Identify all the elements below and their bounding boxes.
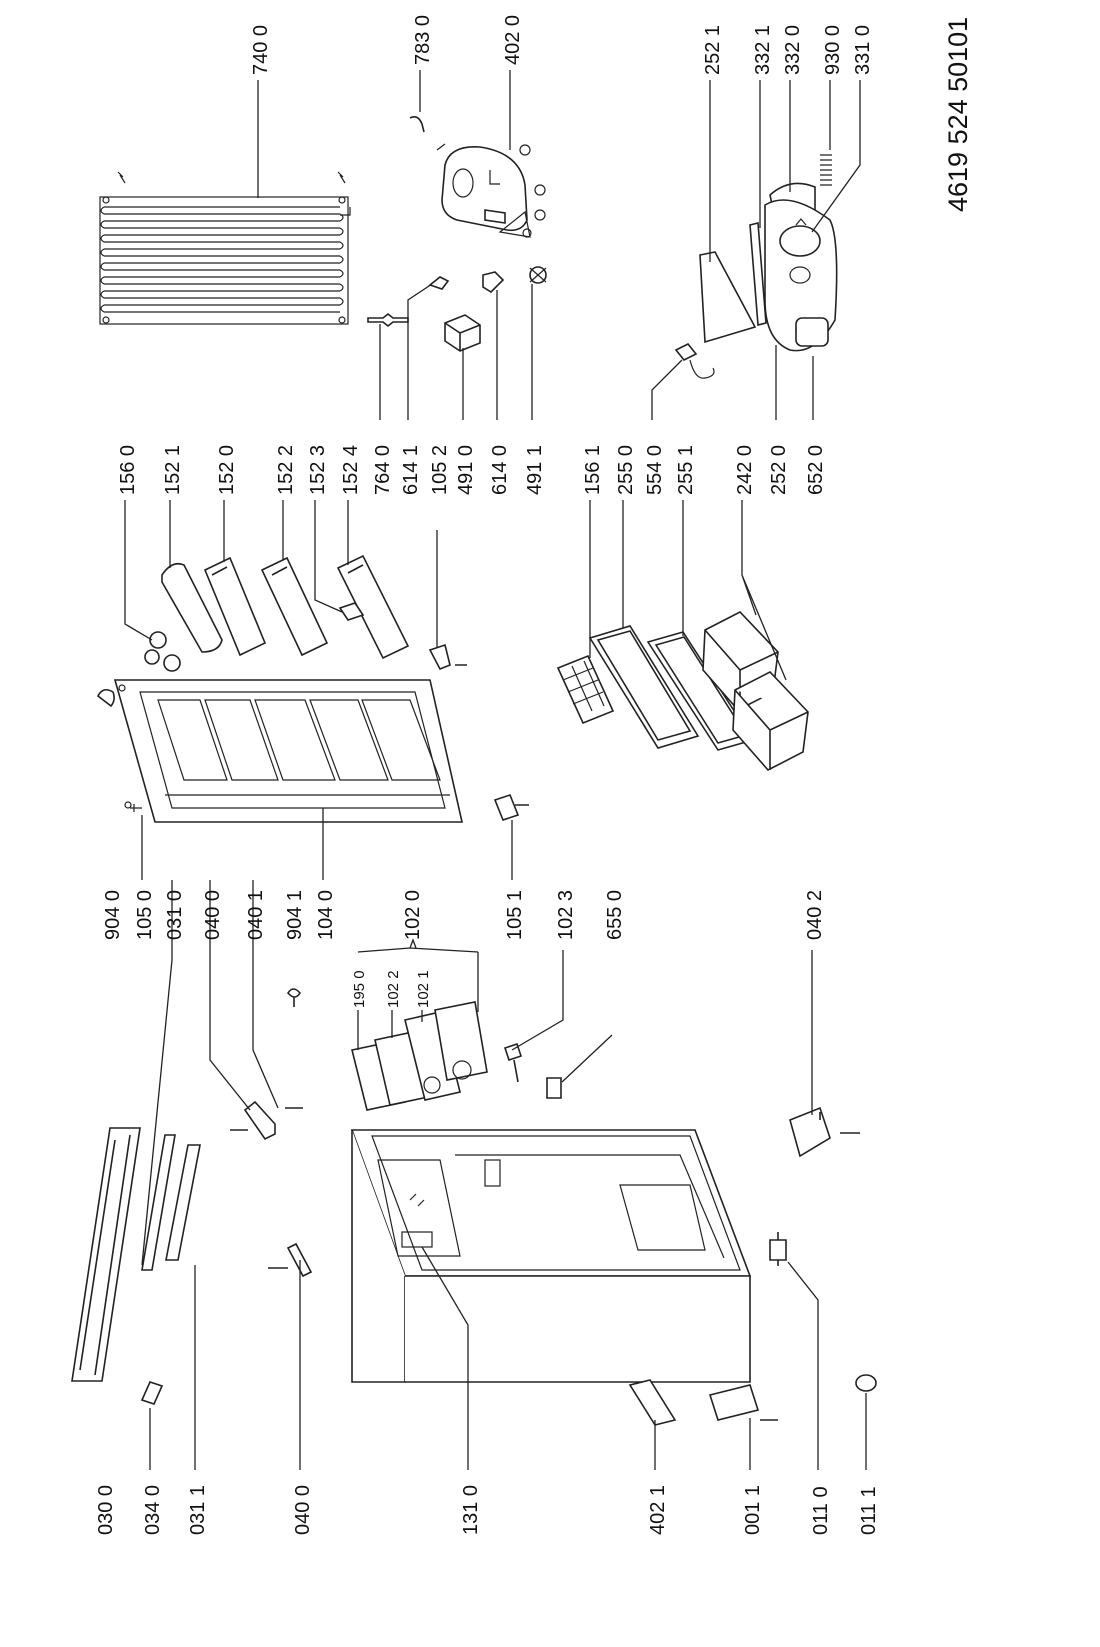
door-drawing (96, 679, 464, 823)
knob-drawing (144, 631, 181, 672)
worktop-drawing (71, 1127, 141, 1382)
label-652-0: 652 0 (805, 445, 827, 495)
label-904-1: 904 1 (284, 890, 306, 940)
label-655-0: 655 0 (604, 890, 626, 940)
label-904-0: 904 0 (102, 890, 124, 940)
label-332-1: 332 1 (752, 25, 774, 75)
label-252-1: 252 1 (702, 25, 724, 75)
label-011-1: 011 1 (858, 1486, 880, 1535)
label-152-1: 152 1 (162, 445, 184, 495)
label-102-3: 102 3 (555, 890, 577, 940)
label-255-1: 255 1 (675, 445, 697, 495)
label-031-0: 031 0 (164, 890, 186, 940)
lamp-cover-drawing (546, 1077, 562, 1099)
label-034-0: 034 0 (142, 1485, 164, 1535)
label-011-0: 011 0 (810, 1486, 832, 1535)
label-252-0: 252 0 (768, 445, 790, 495)
crisper-drawers-drawing (702, 611, 809, 771)
leader-lines (124, 70, 867, 1470)
label-156-1: 156 1 (582, 445, 604, 495)
label-332-0: 332 0 (782, 25, 804, 75)
adjustable-foot-drawing (769, 1232, 787, 1266)
thermostat-housing-drawing (699, 154, 838, 352)
sensor-drawing (674, 342, 715, 379)
clip-drawing (428, 276, 450, 290)
condenser-drawing (99, 171, 351, 325)
label-764-0: 764 0 (372, 445, 394, 495)
freezer-compartment-drawing (351, 1001, 488, 1111)
label-040-0-bottom: 040 0 (292, 1485, 314, 1535)
label-331-0: 331 0 (852, 25, 874, 75)
label-131-0: 131 0 (460, 1485, 482, 1535)
label-930-0: 930 0 (822, 25, 844, 75)
panel-drawing (165, 1144, 201, 1261)
label-040-2: 040 2 (804, 890, 826, 940)
part-labels: 740 0 783 0 402 0 252 1 332 1 332 0 930 … (95, 15, 973, 1535)
cabinet-drawing (350, 1129, 752, 1383)
label-102-2: 102 2 (385, 970, 402, 1008)
label-491-0: 491 0 (455, 445, 477, 495)
label-614-1: 614 1 (400, 445, 422, 495)
ice-tray-drawing (556, 654, 615, 725)
label-156-0: 156 0 (117, 445, 139, 495)
glass-shelf-drawing (588, 625, 700, 749)
label-040-1: 040 1 (245, 890, 267, 940)
label-491-1: 491 1 (524, 445, 546, 495)
hinge-bracket-drawing (428, 643, 467, 671)
label-105-1: 105 1 (504, 890, 526, 940)
label-001-1: 001 1 (742, 1485, 764, 1535)
label-242-0: 242 0 (734, 445, 756, 495)
tube-drawing (409, 116, 425, 133)
label-031-1: 031 1 (187, 1485, 209, 1535)
label-152-0: 152 0 (216, 445, 238, 495)
relay-drawing (444, 314, 481, 352)
label-152-4: 152 4 (340, 445, 362, 495)
foot-drawing (628, 1379, 677, 1426)
screw-drawing (130, 804, 142, 812)
foot-drawing (708, 1384, 778, 1421)
cap-drawing (855, 1374, 877, 1392)
hinge-drawing (230, 1100, 303, 1141)
label-554-0: 554 0 (644, 445, 666, 495)
starter-drawing (482, 271, 505, 294)
plug-drawing (287, 988, 301, 1007)
label-102-0: 102 0 (402, 890, 424, 940)
label-102-1: 102 1 (415, 970, 432, 1008)
reference-number: 4619 524 50101 (943, 17, 973, 212)
door-shelves-drawing (161, 554, 410, 660)
tube-connector-drawing (367, 312, 409, 328)
cover-drawing (140, 1381, 164, 1405)
label-152-3: 152 3 (307, 445, 329, 495)
label-402-0: 402 0 (502, 15, 524, 65)
label-152-2: 152 2 (275, 445, 297, 495)
label-783-0: 783 0 (412, 15, 434, 65)
label-740-0: 740 0 (250, 25, 272, 75)
label-030-0: 030 0 (95, 1485, 117, 1535)
overload-drawing (529, 266, 547, 284)
hinge-bracket-drawing (493, 794, 529, 821)
label-105-2: 105 2 (429, 445, 451, 495)
label-614-0: 614 0 (489, 445, 511, 495)
label-104-0: 104 0 (315, 890, 337, 940)
label-040-0-top: 040 0 (202, 890, 224, 940)
label-105-0: 105 0 (134, 890, 156, 940)
compressor-drawing (436, 143, 546, 238)
label-195-0: 195 0 (351, 970, 368, 1008)
label-255-0: 255 0 (615, 445, 637, 495)
hinge-drawing (268, 1242, 313, 1278)
panel-drawing (141, 1134, 176, 1271)
hinge-drawing (789, 1106, 860, 1158)
label-402-1: 402 1 (647, 1485, 669, 1535)
lamp-holder-drawing (503, 1042, 523, 1083)
